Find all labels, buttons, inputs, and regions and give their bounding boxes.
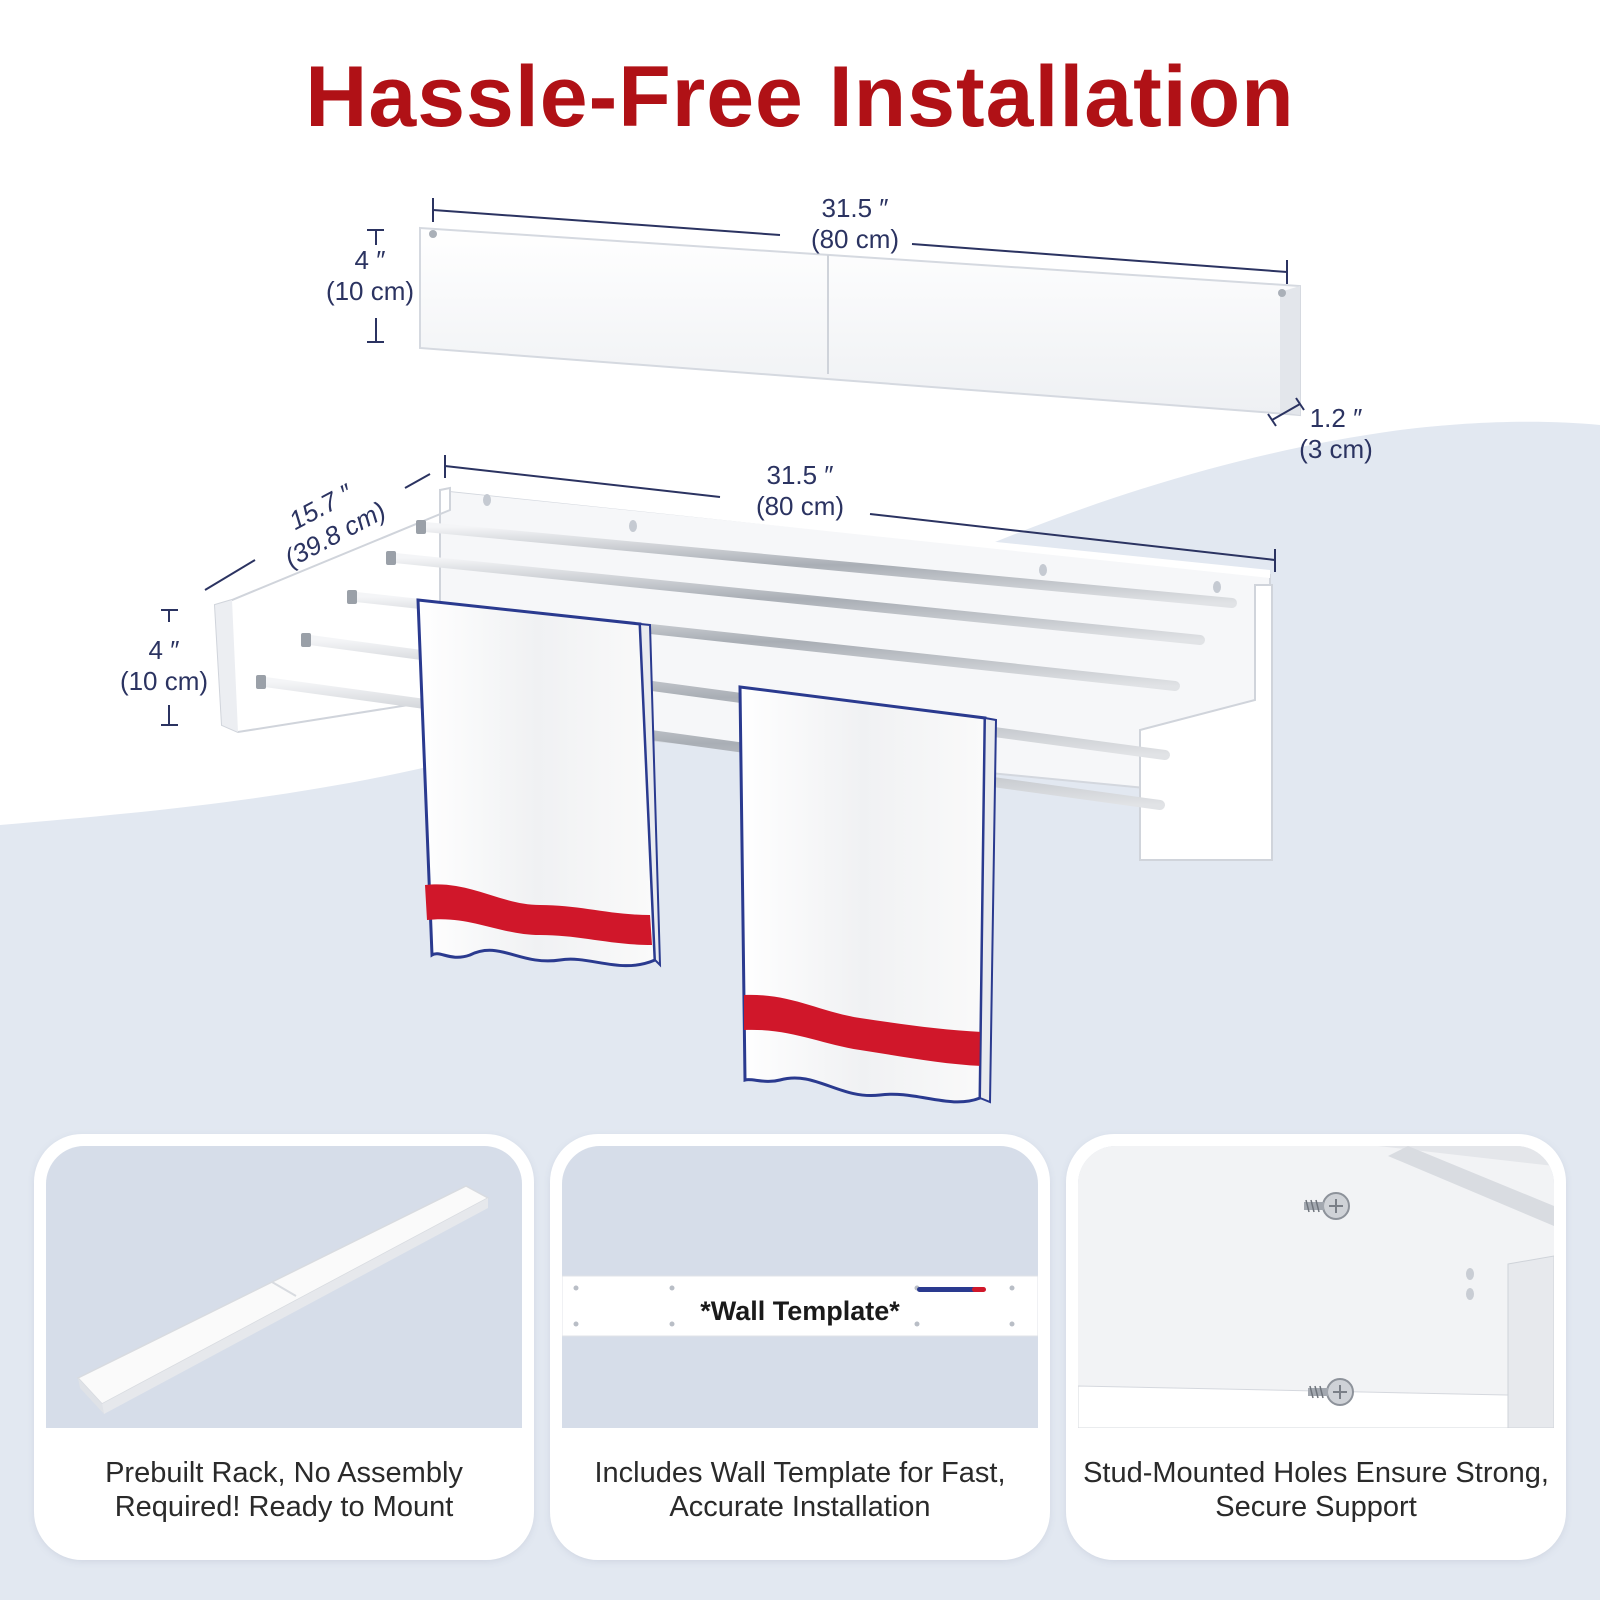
feature-card-prebuilt: Prebuilt Rack, No Assembly Required! Rea… (38, 1138, 530, 1556)
folded-height-label: 4 ″ (10 cm) (320, 245, 420, 307)
wall-template-label: *Wall Template* (700, 1296, 900, 1326)
wall-template-image: *Wall Template* (562, 1146, 1038, 1428)
folded-depth-label: 1.2 ″ (3 cm) (1290, 403, 1382, 465)
folded-width-in: 31.5 ″ (821, 193, 889, 223)
folded-depth-in: 1.2 ″ (1309, 403, 1363, 433)
open-height-cm: (10 cm) (119, 666, 209, 696)
open-height-in: 4 ″ (148, 635, 180, 665)
folded-depth-cm: (3 cm) (1299, 434, 1373, 464)
folded-height-cm: (10 cm) (325, 276, 415, 306)
open-height-label: 4 ″ (10 cm) (114, 635, 214, 697)
headline: Hassle-Free Installation (305, 49, 1295, 145)
feature-card-stud-mount: Stud-Mounted Holes Ensure Strong, Secure… (1070, 1138, 1562, 1556)
open-width-cm: (80 cm) (755, 491, 845, 521)
open-width-in: 31.5 ″ (766, 460, 834, 490)
screw-icon (1078, 1146, 1554, 1428)
folded-width-label: 31.5 ″ (80 cm) (800, 193, 910, 255)
folded-height-in: 4 ″ (354, 245, 386, 275)
feature-card-template: *Wall Template* Includes Wall Template f… (554, 1138, 1046, 1556)
feature-caption: Prebuilt Rack, No Assembly Required! Rea… (105, 1457, 463, 1523)
feature-caption: Stud-Mounted Holes Ensure Strong, Secure… (1083, 1457, 1549, 1523)
open-width-label: 31.5 ″ (80 cm) (745, 460, 855, 522)
folded-rack-image (46, 1146, 522, 1428)
folded-width-cm: (80 cm) (810, 224, 900, 254)
feature-caption: Includes Wall Template for Fast, Accurat… (594, 1457, 1006, 1523)
